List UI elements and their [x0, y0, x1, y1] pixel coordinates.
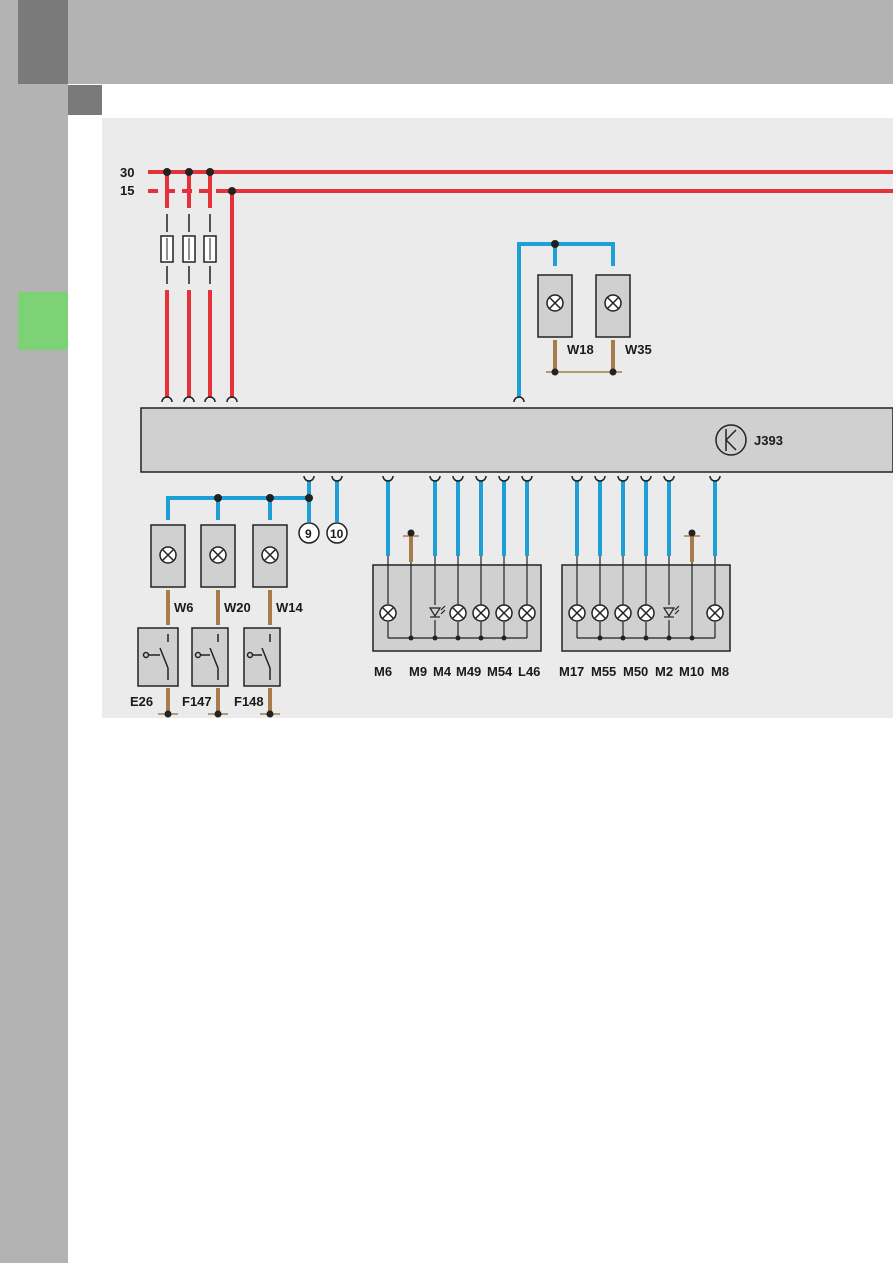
roof-lamp-ground	[546, 340, 622, 376]
lamp-w6-label: W6	[174, 600, 194, 615]
roof-lamp-symbols	[546, 294, 622, 312]
group1-lamps	[379, 604, 536, 622]
group1-labels: M6 M9 M4 M49 M54 L46	[374, 664, 540, 679]
header-bar	[68, 0, 893, 84]
left-lamps	[150, 524, 288, 625]
rail-junctions	[163, 168, 236, 195]
group1-led	[428, 605, 446, 618]
group2-led	[662, 605, 680, 618]
corner-block	[18, 0, 68, 84]
switch-f148-label: F148	[234, 694, 264, 709]
connector-10-label: 10	[330, 527, 344, 541]
bottom-junctions	[214, 494, 313, 502]
control-unit-j393[interactable]	[140, 407, 893, 473]
lamp-w14-label: W14	[276, 600, 304, 615]
control-unit-icon	[715, 424, 747, 456]
rail-15-label: 15	[120, 183, 134, 198]
connector-10	[326, 522, 348, 544]
g2-label-3: M2	[655, 664, 673, 679]
fuses	[160, 214, 217, 284]
fuse-elements	[166, 238, 211, 260]
g2-label-0: M17	[559, 664, 584, 679]
section-marker	[68, 85, 102, 115]
roof-junction	[551, 240, 559, 248]
top-pins	[161, 396, 525, 403]
switch-f147-label: F147	[182, 694, 212, 709]
g2-label-2: M50	[623, 664, 648, 679]
connector-9	[298, 522, 320, 544]
control-unit-label: J393	[754, 433, 783, 448]
rail-30-label: 30	[120, 165, 134, 180]
bottom-pin-caps	[303, 475, 721, 482]
g2-label-4: M10	[679, 664, 704, 679]
lamp-w20-label: W20	[224, 600, 251, 615]
group2-labels: M17 M55 M50 M2 M10 M8	[559, 664, 729, 679]
g1-label-5: L46	[518, 664, 540, 679]
bottom-wires	[166, 480, 717, 556]
switch-e26-label: E26	[130, 694, 153, 709]
switches	[137, 627, 281, 718]
group2-lamps	[568, 604, 724, 622]
connector-9-label: 9	[305, 527, 312, 541]
group1-nodes	[408, 635, 507, 641]
chapter-tab[interactable]	[18, 292, 68, 350]
g1-label-2: M4	[433, 664, 452, 679]
g1-label-0: M6	[374, 664, 392, 679]
g1-label-1: M9	[409, 664, 427, 679]
group1-feed	[403, 529, 419, 562]
lamp-w18-label: W18	[567, 342, 594, 357]
group2-nodes	[597, 635, 695, 641]
g1-label-3: M49	[456, 664, 481, 679]
g1-label-4: M54	[487, 664, 513, 679]
lamp-w35-label: W35	[625, 342, 652, 357]
g2-label-1: M55	[591, 664, 616, 679]
fuse-wires	[165, 172, 234, 398]
sidebar-strip	[18, 84, 68, 1263]
g2-label-5: M8	[711, 664, 729, 679]
group2-feed	[684, 529, 700, 562]
